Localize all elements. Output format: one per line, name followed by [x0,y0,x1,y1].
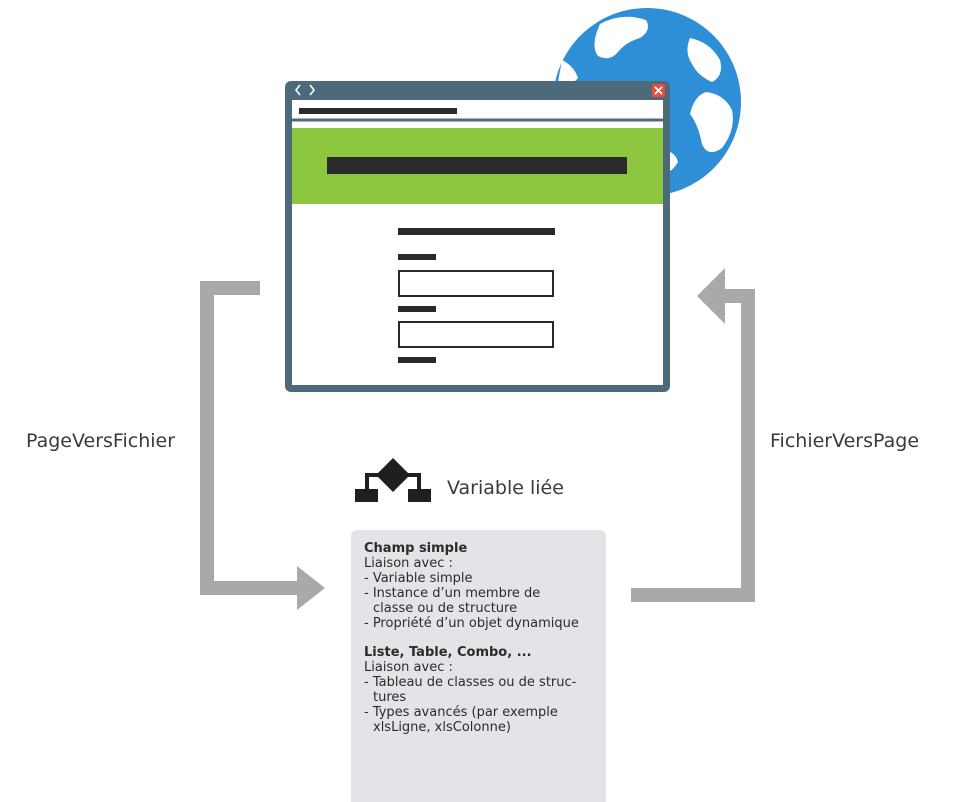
file-to-page-arrow [631,268,755,602]
address-bar-text [299,108,457,114]
list-fields-title: Liste, Table, Combo, ... [364,645,532,660]
page-to-file-label: PageVersFichier [26,430,176,452]
page-to-file-arrow [200,281,325,610]
field-label-placeholder [398,306,436,312]
browser-window [285,81,670,392]
form-heading-placeholder [398,228,555,235]
list-fields-item: tures [373,690,407,705]
simple-field-item: classe ou de structure [373,601,518,616]
form-field-2[interactable] [398,321,554,348]
bound-variable-icon [355,458,431,502]
banner-title-placeholder [327,157,627,174]
window-nav-icon[interactable] [294,84,316,96]
simple-field-intro: Liaison avec : [364,556,453,571]
simple-field-item: - Instance d’un membre de [364,586,541,601]
bound-variable-label: Variable liée [447,477,564,499]
field-label-placeholder [398,254,436,260]
form-field-1[interactable] [398,270,554,297]
list-fields-item: xlsLigne, xlsColonne) [373,720,511,735]
window-close-icon[interactable] [652,84,665,97]
simple-field-item: - Propriété d’un objet dynamique [364,616,579,631]
field-label-placeholder [398,357,436,363]
file-to-page-label: FichierVersPage [770,430,920,452]
simple-field-item: - Variable simple [364,571,473,586]
list-fields-item: - Types avancés (par exemple [364,705,558,720]
list-fields-intro: Liaison avec : [364,660,453,675]
binding-info-panel: Champ simple Liaison avec : - Variable s… [351,530,606,802]
simple-field-title: Champ simple [364,541,468,556]
list-fields-item: - Tableau de classes ou de struc- [364,675,577,690]
